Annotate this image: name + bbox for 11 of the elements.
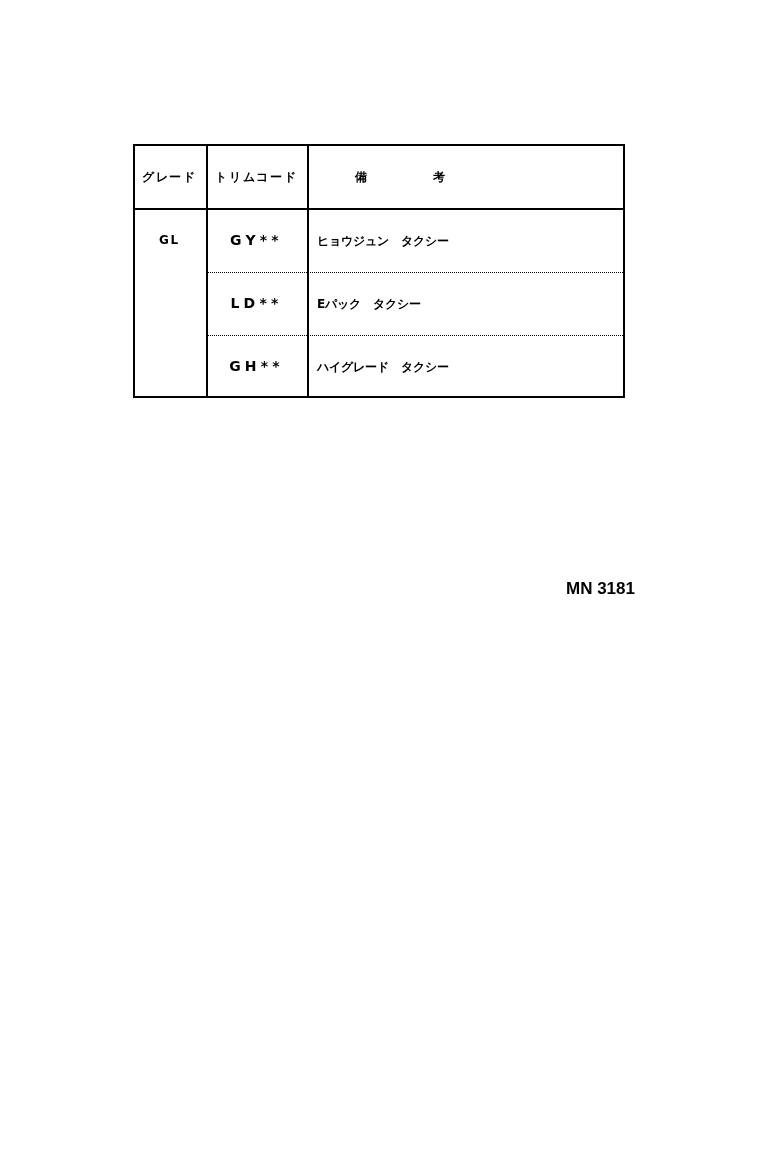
table-cell-text: ヒョウジュン タクシー bbox=[317, 232, 449, 250]
table-cell-text: 備考 bbox=[355, 168, 511, 186]
table-cell-text: トリムコード bbox=[215, 168, 298, 186]
table-cell-text: GH** bbox=[229, 357, 284, 376]
table-cell-text: GY** bbox=[230, 231, 283, 250]
table-cell-text: LD** bbox=[230, 294, 283, 313]
document-code: MN 3181 bbox=[566, 578, 635, 600]
table-cell-text: グレード bbox=[141, 168, 198, 186]
table-cell-text: Eパック タクシー bbox=[317, 295, 422, 313]
table-cell-text: ハイグレード タクシー bbox=[317, 358, 449, 376]
table-cell-text: GL bbox=[158, 232, 181, 249]
